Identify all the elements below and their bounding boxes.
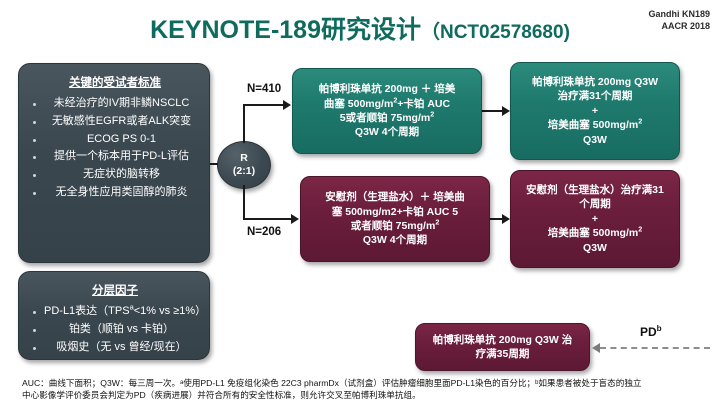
text-line: + xyxy=(591,104,599,117)
text-line: Q3W 4个周期 xyxy=(354,126,420,139)
list-item: 提供一个标本用于PD-L评估 xyxy=(31,148,199,166)
arrow-head-to-induction-pembro xyxy=(283,100,291,110)
text-line: 帕博利珠单抗 200mg ＋ 培美 xyxy=(318,83,456,96)
footnote: AUC：曲线下面积；Q3W：每三周一次。ᵃ使用PD-L1 免疫组化染色 22C3… xyxy=(22,377,712,402)
text-line: 5或者顺铂 75mg/m2 xyxy=(339,110,435,124)
list-item: ECOG PS 0-1 xyxy=(31,131,199,149)
text-line: 或者顺铂 75mg/m2 xyxy=(350,218,440,232)
connector-induction-to-maintenance-placebo xyxy=(490,218,504,220)
text-line: 塞 500mg/m2+卡铂 AUC 5 xyxy=(331,205,459,218)
randomization-node: R (2:1) xyxy=(217,141,271,189)
arm-induction-pembrolizumab: 帕博利珠单抗 200mg ＋ 培美 曲塞 500mg/m2+卡铂 AUC 5或者… xyxy=(292,68,482,154)
text-line: Q3W 4个周期 xyxy=(362,234,428,247)
list-item: 无敏感性EGFR或者ALK突变 xyxy=(31,113,199,131)
connector-randomization-up-vertical xyxy=(243,104,245,143)
footnote-line-2: 中心影像学评价委员会判定为PD（疾病进展）并符合所有的安全性标准，则允许交叉至帕… xyxy=(22,390,421,401)
pd-label-text: PD xyxy=(640,325,657,339)
footnote-line-1: AUC：曲线下面积；Q3W：每三周一次。ᵃ使用PD-L1 免疫组化染色 22C3… xyxy=(22,378,642,388)
attribution-line-1: Gandhi KN189 xyxy=(648,9,710,19)
pd-label: PDb xyxy=(640,324,662,339)
arrow-head-to-maintenance-pembro xyxy=(502,106,510,116)
key-eligibility-criteria-box: 关键的受试者标准 未经治疗的IV期非鳞NSCLC 无敏感性EGFR或者ALK突变… xyxy=(18,63,210,263)
text-line: 帕博利珠单抗 200mg Q3W 治 xyxy=(432,333,573,346)
arm-maintenance-pembrolizumab: 帕博利珠单抗 200mg Q3W 治疗满31个周期 + 培美曲塞 500mg/m… xyxy=(510,62,680,160)
arrow-head-crossover xyxy=(592,343,600,353)
connector-criteria-to-randomization xyxy=(210,163,218,165)
text-line: Q3W xyxy=(583,241,607,254)
connector-randomization-down-horizontal xyxy=(243,218,292,220)
list-item: PD-L1表达（TPSa<1% vs ≥1%） xyxy=(31,302,206,321)
text-line: + xyxy=(591,212,599,225)
list-item: 吸烟史（无 vs 曾经/现在） xyxy=(31,339,199,357)
arm-induction-placebo: 安慰剂（生理盐水）＋ 培美曲 塞 500mg/m2+卡铂 AUC 5 或者顺铂 … xyxy=(300,176,490,262)
connector-induction-to-maintenance-pembro xyxy=(482,110,504,112)
text-line: Q3W xyxy=(583,133,607,146)
arm-crossover-pembrolizumab: 帕博利珠单抗 200mg Q3W 治 疗满35周期 xyxy=(415,323,590,371)
criteria-list: 未经治疗的IV期非鳞NSCLC 无敏感性EGFR或者ALK突变 ECOG PS … xyxy=(31,95,199,202)
superscript-2: 2 xyxy=(638,117,643,126)
arm-maintenance-placebo: 安慰剂（生理盐水）治疗满31 个周期 + 培美曲塞 500mg/m2 Q3W xyxy=(510,170,680,268)
superscript-2: 2 xyxy=(435,218,440,227)
text-line: 培美曲塞 500mg/m2 xyxy=(547,225,643,240)
text-line: 安慰剂（生理盐水）＋ 培美曲 xyxy=(325,191,465,204)
strata-list: PD-L1表达（TPSa<1% vs ≥1%） 铂类（顺铂 vs 卡铂） 吸烟史… xyxy=(31,302,206,357)
superscript-2: 2 xyxy=(430,110,435,119)
n-label-pembro: N=410 xyxy=(247,83,282,95)
text-line: 曲塞 500mg/m2+卡铂 AUC xyxy=(323,96,451,110)
page-title-main: KEYNOTE-189研究设计 xyxy=(150,16,421,44)
connector-randomization-up-horizontal xyxy=(243,104,284,106)
stratification-factors-box: 分层因子 PD-L1表达（TPSa<1% vs ≥1%） 铂类（顺铂 vs 卡铂… xyxy=(18,271,210,360)
list-item: 无全身性应用类固醇的肺炎 xyxy=(31,184,199,202)
attribution: Gandhi KN189 AACR 2018 xyxy=(648,8,710,32)
superscript-2: 2 xyxy=(638,225,643,234)
arrow-head-to-induction-placebo xyxy=(291,214,299,224)
list-item: 铂类（顺铂 vs 卡铂） xyxy=(31,321,199,339)
attribution-line-2: AACR 2018 xyxy=(661,21,710,32)
text-line: 帕博利珠单抗 200mg Q3W xyxy=(531,75,659,88)
arm-induction-pembro-text: 帕博利珠单抗 200mg ＋ 培美 曲塞 500mg/m2+卡铂 AUC 5或者… xyxy=(319,82,456,140)
strata-item-0-pre: PD-L1表达（TPS xyxy=(44,305,130,317)
criteria-heading: 关键的受试者标准 xyxy=(69,77,161,89)
arm-crossover-text: 帕博利珠单抗 200mg Q3W 治 疗满35周期 xyxy=(433,333,572,362)
text-line: 个周期 xyxy=(579,198,611,211)
randomization-label: R xyxy=(240,151,248,164)
strata-heading: 分层因子 xyxy=(92,285,138,297)
superscript-2: 2 xyxy=(393,96,398,105)
list-item: 无症状的脑转移 xyxy=(31,166,199,184)
page-title-nct: （NCT02578680) xyxy=(420,22,570,43)
n-label-placebo: N=206 xyxy=(247,226,282,238)
randomization-ratio: (2:1) xyxy=(232,165,256,177)
list-item: 未经治疗的IV期非鳞NSCLC xyxy=(31,95,199,113)
connector-crossover-dashed xyxy=(600,347,710,349)
text-line: 安慰剂（生理盐水）治疗满31 xyxy=(526,183,664,196)
arm-maintenance-pembro-text: 帕博利珠单抗 200mg Q3W 治疗满31个周期 + 培美曲塞 500mg/m… xyxy=(532,75,658,147)
page-title: KEYNOTE-189研究设计（NCT02578680) xyxy=(0,10,720,46)
text-line: 疗满35周期 xyxy=(475,348,530,360)
text-line: 培美曲塞 500mg/m2 xyxy=(547,117,643,132)
pd-label-superscript: b xyxy=(656,324,662,333)
arm-maintenance-placebo-text: 安慰剂（生理盐水）治疗满31 个周期 + 培美曲塞 500mg/m2 Q3W xyxy=(526,183,664,255)
strata-item-0-post: <1% vs ≥1%） xyxy=(133,305,207,317)
arrow-head-to-maintenance-placebo xyxy=(502,214,510,224)
arm-induction-placebo-text: 安慰剂（生理盐水）＋ 培美曲 塞 500mg/m2+卡铂 AUC 5 或者顺铂 … xyxy=(325,190,464,248)
connector-randomization-down-vertical xyxy=(243,185,245,220)
strata-item-0-superscript: a xyxy=(129,302,134,312)
text-line: 治疗满31个周期 xyxy=(557,90,633,103)
